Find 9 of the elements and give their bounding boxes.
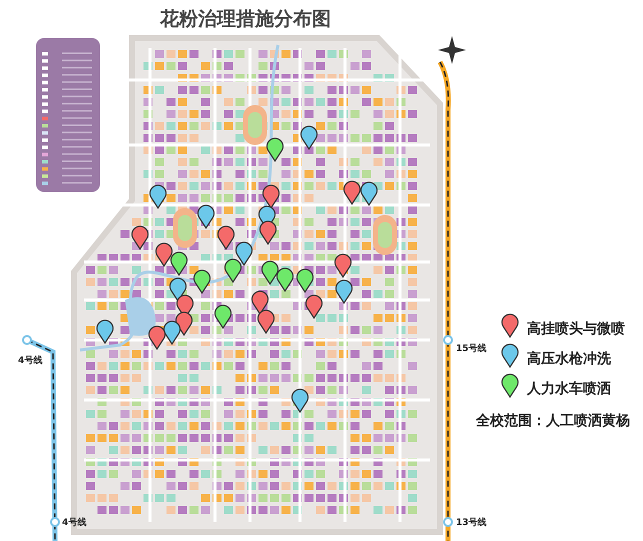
subway-line-label: 4号线 <box>18 354 42 367</box>
subway-line-label: 4号线 <box>62 516 86 529</box>
legend-label: 高压水枪冲洗 <box>527 350 611 368</box>
title: 花粉治理措施分布图 <box>160 7 331 32</box>
subway-line-label: 13号线 <box>456 516 487 529</box>
subway-line-label: 15号线 <box>456 342 487 355</box>
legend-label: 人力水车喷洒 <box>527 380 611 398</box>
note: 全校范围：人工喷洒黄杨 <box>476 412 630 430</box>
legend-label: 高挂喷头与微喷 <box>527 320 625 338</box>
